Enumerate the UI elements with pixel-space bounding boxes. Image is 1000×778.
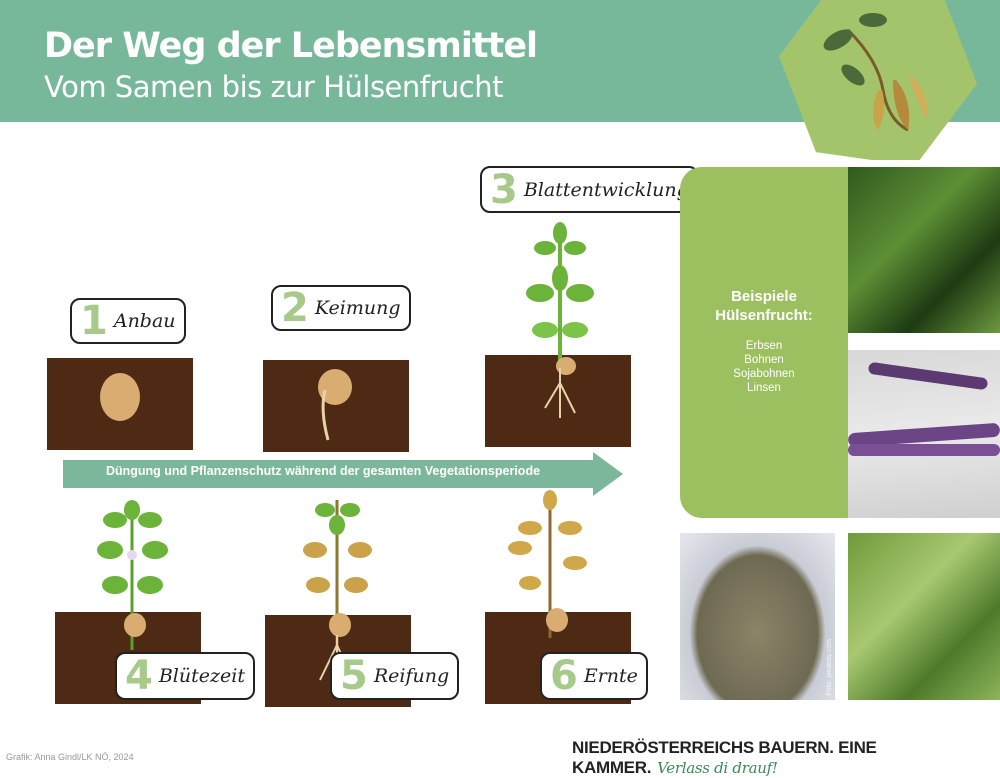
footer-slogan: NIEDERÖSTERREICHS BAUERN. EINE KAMMER.Ve… [572,738,1000,778]
flowering-plant-icon [97,500,168,650]
vegetation-period-arrow [63,452,623,496]
list-item: Linsen [747,382,781,394]
lentils-photo: Foto: pixabay.com [680,533,835,700]
harvest-plant-icon [508,490,587,638]
page-title: Der Weg der Lebensmittel [44,26,538,66]
list-item: Erbsen [745,340,783,352]
legume-hexagon-logo [778,0,978,160]
arrow-label: Düngung und Pflanzenschutz während der g… [105,464,541,478]
step-number: 3 [490,166,518,213]
ripening-plant-icon [303,500,372,690]
step-number: 6 [550,653,578,699]
purple-beans-photo [848,350,1000,518]
slogan-tagline: Verlass di drauf! [657,759,778,777]
list-item: Sojabohnen [733,368,795,380]
graphic-credit: Grafik: Anna Gindl/LK NÖ, 2024 [6,752,134,762]
step-number: 4 [125,653,153,699]
step-title: Blütezeit [158,665,245,687]
photo-caption: Foto: pixabay.com [826,639,833,696]
step-number: 1 [80,298,108,344]
seed-icon [100,373,140,421]
soybean-plants-photo [848,533,1000,700]
legume-list: Erbsen Bohnen Sojabohnen Linsen [680,339,848,395]
panel-title-line2: Hülsenfrucht: [715,307,813,324]
step-number: 5 [340,653,368,699]
step-number: 2 [281,285,309,331]
step-title: Keimung [314,297,401,319]
step-title: Ernte [583,665,638,687]
pea-plants-photo [848,167,1000,333]
young-plant-icon [526,222,594,418]
step-title: Blattentwicklung [523,178,689,201]
step-title: Reifung [373,665,450,687]
page-subtitle: Vom Samen bis zur Hülsenfrucht [44,70,503,104]
step-title: Anbau [113,310,176,332]
panel-title-line1: Beispiele [731,288,797,305]
germinating-seed-icon [318,369,352,441]
list-item: Bohnen [744,354,784,366]
